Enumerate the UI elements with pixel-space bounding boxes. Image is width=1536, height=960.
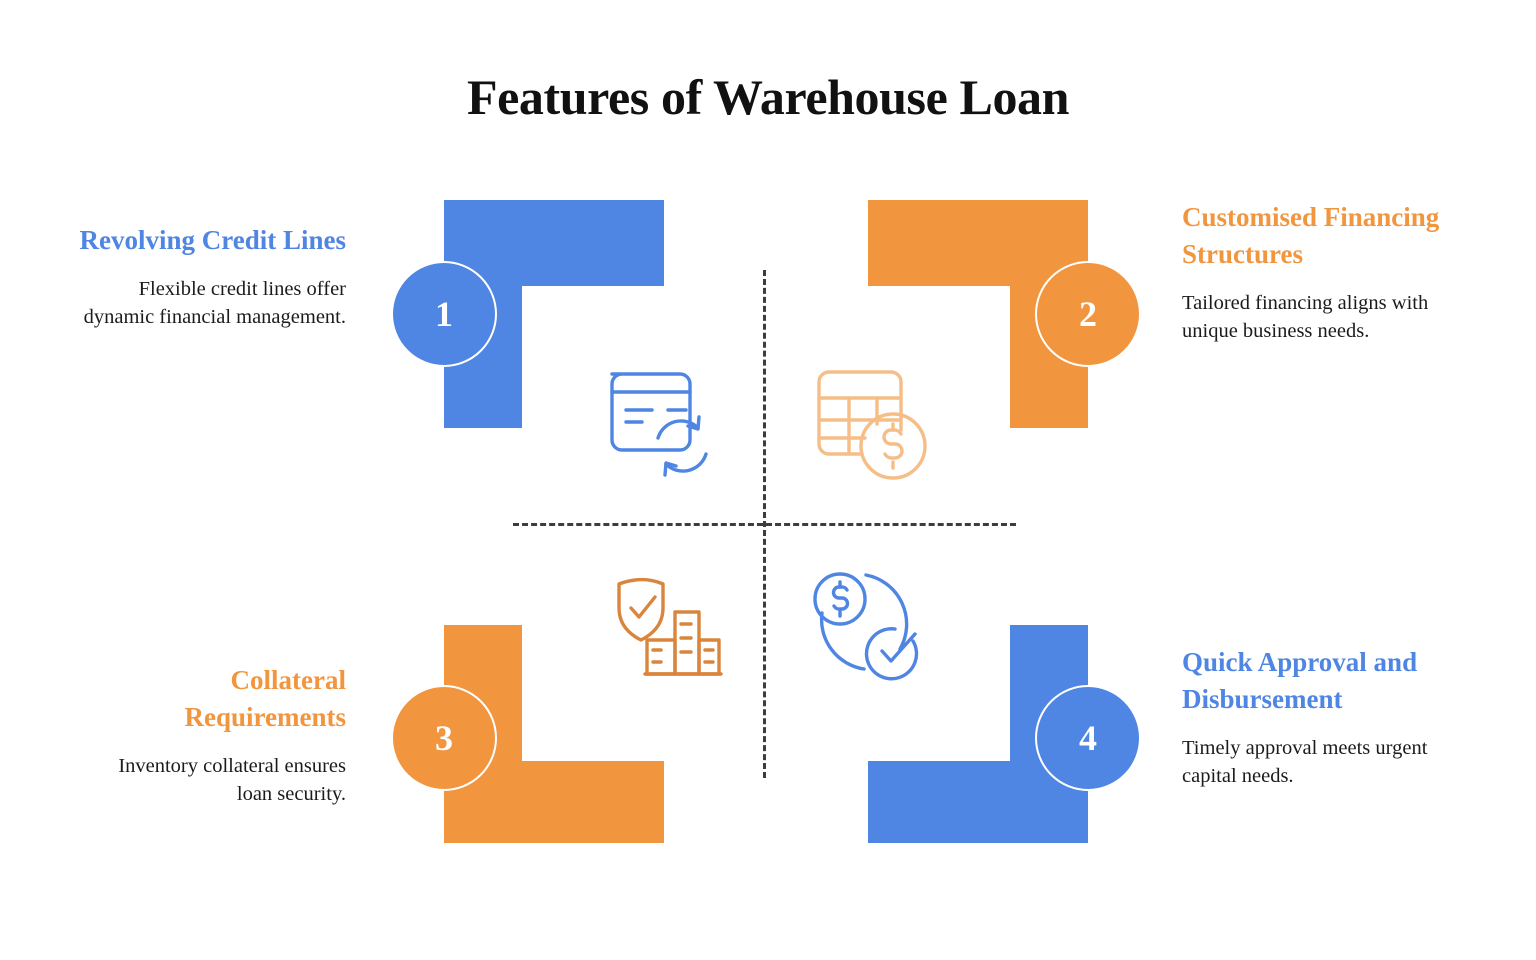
quadrant-3-body: Inventory collateral ensures loan securi… — [118, 755, 346, 805]
quadrant-1-heading: Revolving Credit Lines — [79, 225, 346, 255]
dollar-check-cycle-icon — [800, 563, 932, 685]
quadrant-2-number-badge[interactable]: 2 — [1035, 261, 1141, 367]
badge-number: 1 — [435, 294, 453, 334]
shield-check-warehouse-icon — [607, 568, 729, 686]
quadrant-1-number-badge[interactable]: 1 — [391, 261, 497, 367]
quadrant-4-text-block: Quick Approval and Disbursement Timely a… — [1182, 644, 1450, 790]
quadrant-2-heading: Customised Financing Structures — [1182, 202, 1440, 269]
quadrant-3-text-block: Collateral Requirements Inventory collat… — [78, 662, 346, 808]
badge-number: 3 — [435, 718, 453, 758]
badge-number: 4 — [1079, 718, 1097, 758]
bracket-arm — [868, 200, 1088, 286]
quadrant-2-text-block: Customised Financing Structures Tailored… — [1182, 199, 1450, 345]
horizontal-dashed-divider — [513, 523, 1016, 526]
quadrant-3-heading: Collateral Requirements — [184, 665, 347, 732]
spreadsheet-dollar-icon — [805, 358, 933, 486]
quadrant-4-heading: Quick Approval and Disbursement — [1182, 647, 1418, 714]
quadrant-4-number-badge[interactable]: 4 — [1035, 685, 1141, 791]
credit-card-refresh-icon — [596, 362, 726, 484]
quadrant-1-text-block: Revolving Credit Lines Flexible credit l… — [78, 222, 346, 331]
quadrant-4-body: Timely approval meets urgent capital nee… — [1182, 737, 1428, 787]
page-title: Features of Warehouse Loan — [466, 69, 1070, 125]
bracket-arm — [444, 200, 664, 286]
quadrant-3-number-badge[interactable]: 3 — [391, 685, 497, 791]
quadrant-1-body: Flexible credit lines offer dynamic fina… — [83, 278, 346, 328]
badge-number: 2 — [1079, 294, 1097, 334]
quadrant-2-body: Tailored financing aligns with unique bu… — [1182, 292, 1429, 342]
